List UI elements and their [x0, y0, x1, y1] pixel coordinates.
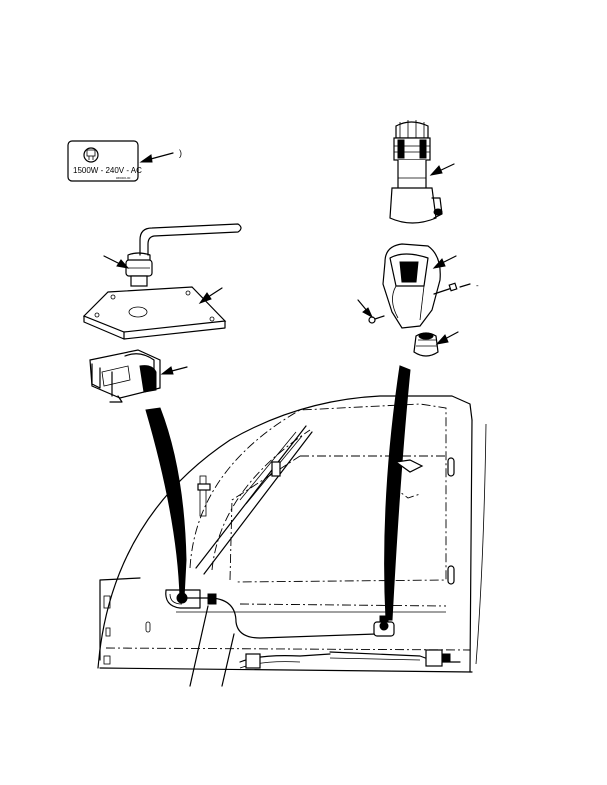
plug-connector	[389, 120, 443, 224]
plug-socket-icon	[83, 147, 99, 163]
screw	[433, 282, 458, 295]
leader-line-a	[189, 605, 209, 687]
screw-callout-mark: -	[476, 281, 479, 290]
plug-arrow-icon	[429, 163, 455, 176]
crank-handle	[125, 223, 242, 287]
decal-arrow-icon	[139, 152, 174, 163]
decal-part-code: ##0000-00	[116, 176, 131, 180]
small-screw-arrow-icon	[357, 299, 374, 319]
socket-bracket	[89, 349, 161, 403]
installed-socket	[176, 592, 217, 605]
installed-plug	[373, 615, 395, 637]
socket-arrow-icon	[432, 255, 457, 269]
screw-arrow-icon	[459, 283, 471, 288]
bracket-arrow-icon	[160, 366, 188, 375]
decal-callout-mark: )	[179, 148, 182, 158]
socket-body	[382, 243, 441, 329]
cable-gland	[413, 332, 439, 357]
leader-line-b	[221, 633, 235, 687]
left-locator-swoosh	[145, 407, 187, 599]
mounting-plate	[82, 286, 227, 340]
right-locator-swoosh	[384, 365, 411, 621]
vehicle-body-outline	[97, 395, 487, 673]
handle-arrow-icon	[103, 255, 130, 269]
gland-arrow-icon	[435, 331, 459, 345]
plate-arrow-icon	[198, 287, 223, 305]
power-cable	[211, 597, 377, 639]
decal-rating-text: 1500W - 240V - AC	[73, 166, 142, 175]
rating-decal: 1500W - 240V - AC ##0000-00	[67, 140, 142, 182]
